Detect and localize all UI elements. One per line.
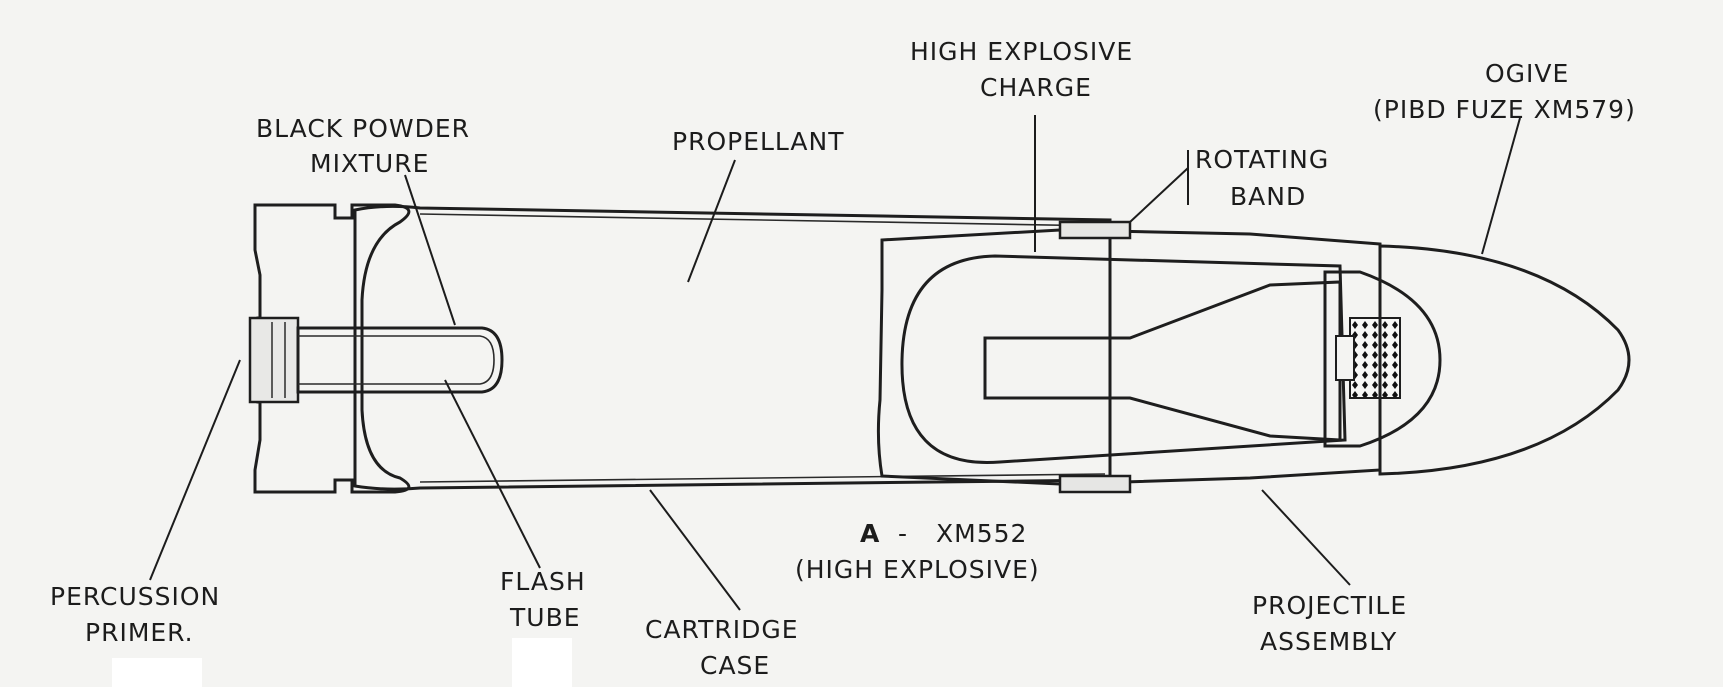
label-ogive: OGIVE (PIBD FUZE XM579) [1373,59,1636,124]
label-black-powder-mixture: BLACK POWDER MIXTURE [256,114,479,178]
high-explosive-charge-shape [900,254,1347,465]
cartridge-case-shape [248,203,1112,494]
label-cartridge-case: CARTRIDGE CASE [645,615,808,680]
blank-box-center [512,638,572,687]
primer-shape [248,316,300,404]
blank-box-left [112,658,202,687]
leader-lines [149,115,1521,611]
rotating-band-shape [1058,220,1132,240]
label-propellant: PROPELLANT [672,127,845,156]
label-rotating-band: ROTATING BAND [1195,145,1338,211]
label-percussion-primer: PERCUSSION PRIMER. [50,582,229,647]
label-high-explosive-charge: HIGH EXPLOSIVE CHARGE [910,37,1142,102]
caption-model-number: XM552 [936,519,1027,548]
labels: PERCUSSION PRIMER. BLACK POWDER MIXTURE … [50,37,1636,680]
label-flash-tube: FLASH TUBE [500,567,595,632]
caption-type: (HIGH EXPLOSIVE) [795,555,1040,584]
caption-model: A - XM552 [860,519,1027,548]
projectile-shape [876,220,1631,494]
flash-tube-shape [296,326,504,394]
caption-separator: - [898,519,908,548]
label-projectile-assembly: PROJECTILE ASSEMBLY [1252,591,1416,656]
ogive-shape [1378,244,1631,476]
caption-letter: A [860,519,880,548]
